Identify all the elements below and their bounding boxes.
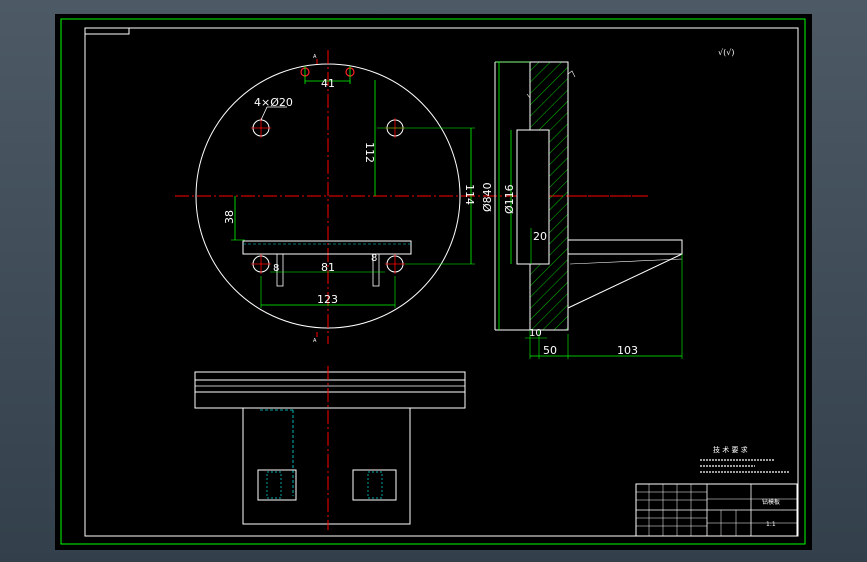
inner-frame xyxy=(84,27,799,537)
dim-38: 38 xyxy=(223,210,236,224)
drill-hole-lower-left xyxy=(251,254,271,274)
section-mark-top: A xyxy=(313,54,317,60)
tech-requirements-title: 技 术 要 求 xyxy=(713,445,748,454)
front-pocket-right xyxy=(352,469,397,501)
dim-123: 123 xyxy=(317,293,338,306)
roughness-note: √(√) xyxy=(718,48,734,57)
corner-label-box xyxy=(84,27,130,35)
dim-112: 112 xyxy=(363,142,376,163)
dim-114: 114 xyxy=(463,184,476,205)
dim-10: 10 xyxy=(529,328,542,339)
title-scale: 1:1 xyxy=(766,521,776,528)
outer-frame xyxy=(60,18,806,545)
front-pocket-left xyxy=(257,469,297,501)
front-base xyxy=(242,407,411,525)
dim-41: 41 xyxy=(321,77,335,90)
drill-hole-upper-left xyxy=(251,118,271,138)
dim-d116: Ø116 xyxy=(503,184,516,214)
dim-4xd20: 4×Ø20 xyxy=(254,96,293,109)
drawing-canvas: A A 41 4×Ø20 xyxy=(60,18,806,545)
section-mark-bottom: A xyxy=(313,338,317,344)
locating-bar xyxy=(242,240,412,255)
title-block: 钻模板 1:1 xyxy=(635,483,798,537)
dim-8-right: 8 xyxy=(371,253,377,264)
dim-103: 103 xyxy=(617,344,638,357)
tech-requirements: 技 术 要 求 xyxy=(700,445,790,473)
dim-50: 50 xyxy=(543,344,557,357)
front-view xyxy=(194,366,466,530)
bracket-top xyxy=(567,239,683,255)
bracket-rib xyxy=(567,253,683,309)
drawing-sheet: A A 41 4×Ø20 xyxy=(55,14,812,550)
front-plate xyxy=(194,391,466,409)
title-part-name: 钻模板 xyxy=(762,498,780,506)
top-view: A A 41 4×Ø20 xyxy=(175,50,648,344)
section-bore xyxy=(516,129,550,265)
front-top-plate xyxy=(194,371,466,381)
drill-hole-lower-right xyxy=(385,254,405,274)
dim-81: 81 xyxy=(321,261,335,274)
dim-8-left: 8 xyxy=(273,263,279,274)
section-view: Ø840 Ø116 20 10 50 103 xyxy=(481,61,683,359)
dim-d840: Ø840 xyxy=(481,182,494,212)
dim-20: 20 xyxy=(533,230,547,243)
